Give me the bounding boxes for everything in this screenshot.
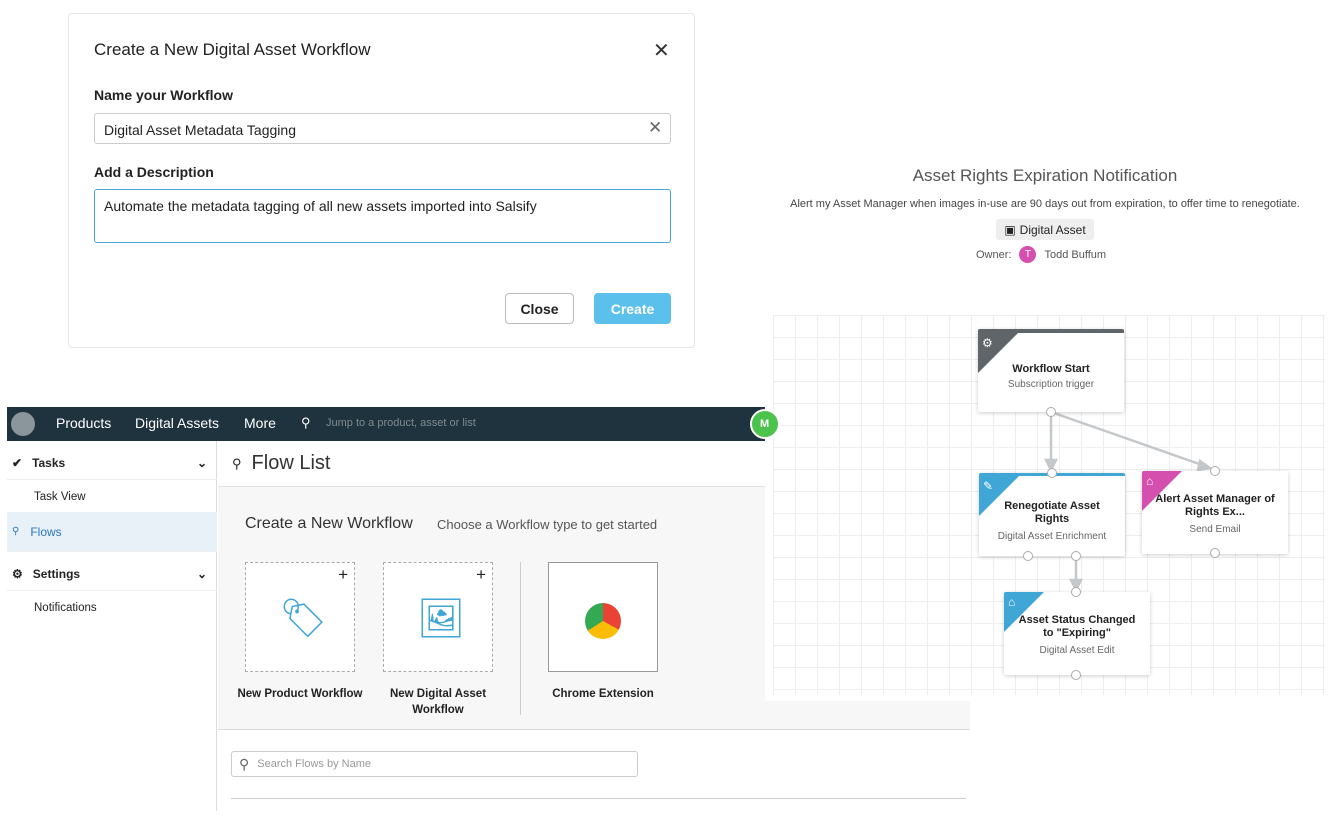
chevron-down-icon: ⌄ [196, 566, 207, 581]
check-icon: ✔ [12, 455, 23, 470]
pencil-icon: ✎ [983, 479, 994, 493]
placeholder: Search Flows by Name [257, 758, 371, 770]
card-label: New Digital Asset Workflow [389, 688, 487, 716]
node-port[interactable] [1210, 466, 1220, 476]
card-label: Chrome Extension [552, 688, 654, 700]
image-icon: ▣ [1004, 222, 1016, 237]
workflow-name-input[interactable]: Digital Asset Metadata Tagging [94, 113, 671, 144]
logo-icon [11, 412, 35, 436]
close-icon[interactable]: ✕ [653, 40, 670, 62]
label: Tasks [32, 455, 66, 470]
node-subtitle: Send Email [1189, 524, 1241, 535]
search-icon: ⚲ [239, 755, 250, 772]
create-button[interactable]: Create [594, 293, 671, 324]
node-port[interactable] [1046, 407, 1056, 417]
section-footer [218, 701, 970, 730]
divider [520, 562, 521, 715]
robot-icon: ⌂ [1008, 595, 1016, 609]
node-alert[interactable]: ⌂Alert Asset Manager of Rights Ex... Send… [1142, 471, 1288, 554]
chrome-icon [585, 603, 621, 639]
arrow-icon [1068, 578, 1084, 593]
node-port[interactable] [1047, 468, 1057, 478]
node-title: Alert Asset Manager of Rights Ex... [1155, 493, 1275, 518]
gear-icon: ⚙ [982, 336, 993, 350]
tag-icon: 🏷 [279, 598, 328, 640]
chevron-down-icon: ⌄ [196, 455, 207, 470]
search-icon: ⚲ [301, 415, 311, 430]
node-port[interactable] [1023, 551, 1033, 561]
sidebar-item-flows[interactable]: ⚲ Flows [7, 512, 217, 552]
node-title: Asset Status Changed to "Expiring" [1018, 614, 1136, 639]
label: Settings [32, 566, 81, 581]
node-subtitle: Digital Asset Edit [1039, 645, 1115, 656]
connector [1050, 410, 1206, 468]
gear-icon: ⚙ [12, 566, 23, 581]
node-port[interactable] [1210, 548, 1220, 558]
label: Task View [34, 490, 86, 503]
create-subheading: Choose a Workflow type to get started [437, 517, 658, 532]
node-subtitle: Subscription trigger [1007, 379, 1095, 390]
arrow-icon [1043, 458, 1059, 473]
sidebar-item-tasks[interactable]: ✔ Tasks ⌄ [7, 446, 217, 480]
node-status-changed[interactable]: ⌂Asset Status Changed to "Expiring" Digit… [1004, 592, 1150, 675]
flow-title: Asset Rights Expiration Notification [912, 166, 1178, 185]
owner: Owner: T Todd Buffum [976, 246, 1106, 263]
create-heading: Create a New Workflow [245, 515, 413, 532]
sidebar-item-notifications[interactable]: Notifications [7, 591, 217, 625]
owner-name: Todd Buffum [1044, 248, 1107, 261]
top-navbar: Products Digital Assets More ⚲ Jump to a… [7, 407, 780, 441]
node-title: Renegotiate Asset Rights [1004, 500, 1100, 525]
sidebar-item-settings[interactable]: ⚙ Settings ⌄ [7, 557, 217, 591]
create-workflow-modal: Create a New Digital Asset Workflow ✕ Na… [68, 13, 695, 348]
hierarchy-icon: ⚲ [232, 455, 242, 471]
node-port[interactable] [1071, 670, 1081, 680]
close-button[interactable]: Close [505, 293, 574, 324]
nav-more[interactable]: More [244, 415, 276, 431]
page-title: Flow List [251, 452, 331, 474]
owner-avatar: T [1019, 246, 1037, 263]
nav-products[interactable]: Products [56, 415, 112, 431]
modal-title: Create a New Digital Asset Workflow [94, 40, 371, 59]
node-subtitle: Digital Asset Enrichment [997, 531, 1107, 542]
name-label: Name your Workflow [94, 87, 233, 103]
page-header: ⚲ Flow List [218, 441, 765, 487]
node-port[interactable] [1071, 551, 1081, 561]
flow-description: Alert my Asset Manager when images in-us… [790, 198, 1300, 210]
search-flows-input[interactable]: ⚲ Search Flows by Name [231, 751, 638, 777]
owner-label: Owner: [976, 248, 1012, 261]
user-avatar[interactable]: M [750, 409, 780, 439]
clear-input-icon[interactable]: ✕ [648, 118, 663, 137]
asset-type-badge: ▣Digital Asset [996, 219, 1094, 240]
badge-label: Digital Asset [1019, 222, 1086, 237]
node-port[interactable] [1071, 587, 1081, 597]
images-icon: 🖼 [417, 598, 466, 640]
label: Flows [30, 524, 62, 539]
robot-icon: ⌂ [1146, 474, 1154, 488]
divider [231, 798, 966, 799]
node-title: Workflow Start [1012, 363, 1090, 375]
description-textarea[interactable]: Automate the metadata tagging of all new… [94, 189, 671, 243]
arrow-icon [1196, 458, 1214, 472]
plus-icon: + [338, 565, 348, 584]
new-product-workflow-card[interactable]: +🏷 [245, 562, 355, 672]
global-search-input[interactable]: Jump to a product, asset or list [326, 417, 476, 429]
sidebar-item-task-view[interactable]: Task View [7, 480, 217, 514]
nav-digital-assets[interactable]: Digital Assets [135, 415, 220, 431]
chrome-extension-card[interactable] [548, 562, 658, 672]
sidebar: ✔ Tasks ⌄ Task View ⚲ Flows ⚙ Settings ⌄ Noti… [7, 441, 217, 811]
label: Notifications [34, 602, 97, 614]
description-label: Add a Description [94, 164, 214, 180]
card-label: New Product Workflow [237, 688, 363, 700]
plus-icon: + [476, 565, 486, 584]
hierarchy-icon: ⚲ [12, 526, 20, 537]
new-digital-asset-workflow-card[interactable]: +🖼 [383, 562, 493, 672]
